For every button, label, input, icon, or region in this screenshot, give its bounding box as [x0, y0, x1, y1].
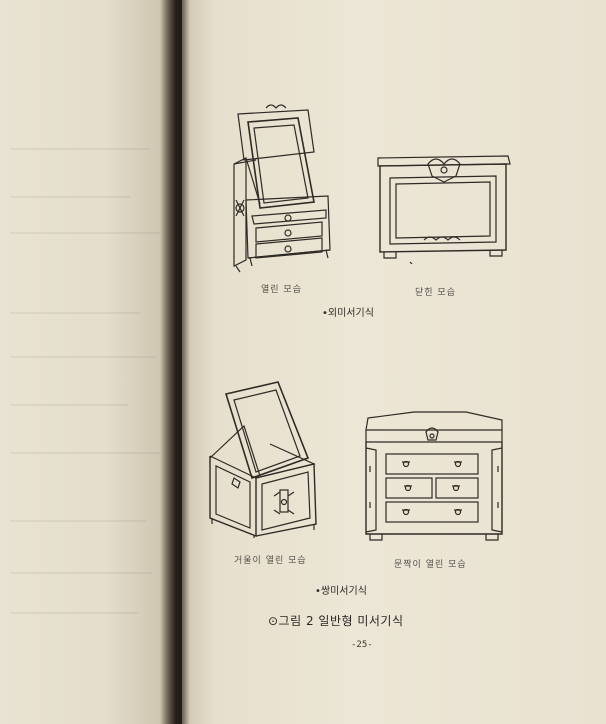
right-page [182, 0, 606, 724]
figure-closed-mirror-box [374, 152, 514, 264]
caption-top-right: 닫힌 모습 [415, 288, 456, 298]
section-label-single: •외미서기식 [322, 308, 374, 319]
page-number: -25- [351, 640, 373, 650]
caption-bottom-right: 문짝이 열린 모습 [394, 560, 467, 570]
caption-bottom-left: 거울이 열린 모습 [234, 556, 307, 566]
figure-title: ⊙그림 2 일반형 미서기식 [268, 614, 404, 628]
caption-top-left: 열린 모습 [261, 285, 302, 295]
figure-double-box-doors-open [358, 410, 508, 542]
figure-open-mirror-box [226, 100, 346, 280]
book-gutter [160, 0, 190, 724]
figure-double-box-mirror-open [204, 378, 334, 538]
section-label-double: •쌍미서기식 [315, 586, 367, 597]
left-page [0, 0, 178, 724]
